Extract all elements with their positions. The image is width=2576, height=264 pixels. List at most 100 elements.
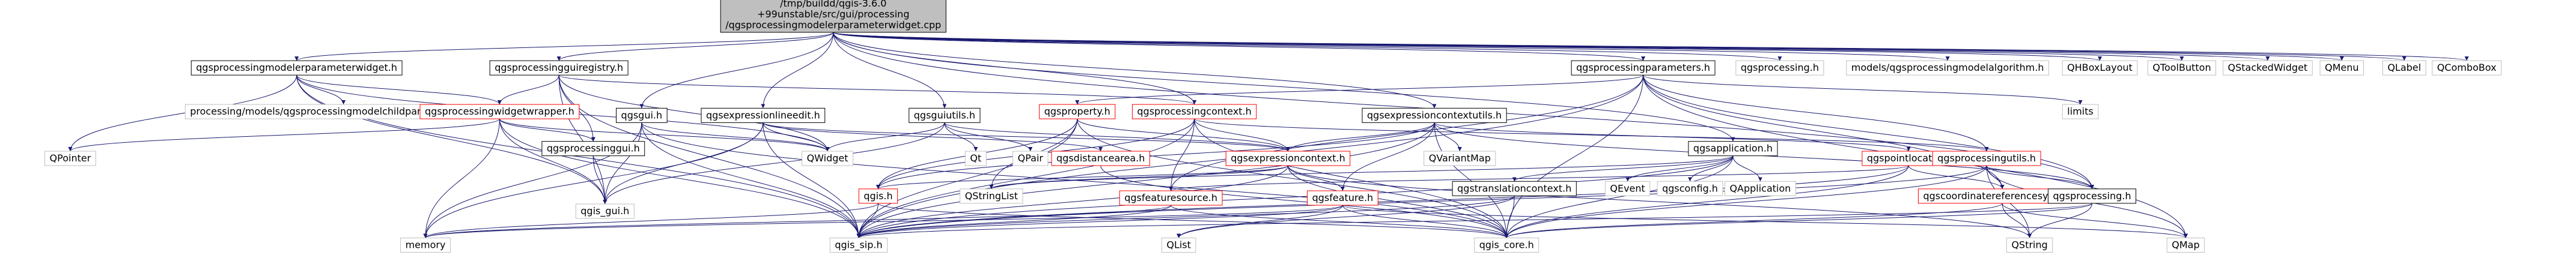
edge-crs-to-qgis_core	[1504, 203, 2003, 238]
node-qgis[interactable]: qgis.h	[858, 188, 898, 204]
edge-pointlocator-to-crs	[1908, 165, 2005, 190]
edge-widgetwrapper-to-qpointer	[68, 118, 500, 152]
edge-exprcontextutils-to-feature	[1340, 122, 1435, 191]
edge-translationctx-to-qgis_core	[1504, 196, 1515, 238]
node-featuresource[interactable]: qgsfeaturesource.h	[1119, 190, 1223, 206]
node-qmap[interactable]: QMap	[2166, 238, 2205, 253]
node-label: QHBoxLayout	[2067, 62, 2133, 73]
node-qmenu[interactable]: QMenu	[2319, 60, 2364, 76]
node-box	[400, 238, 451, 253]
node-box	[2048, 188, 2137, 204]
node-box	[1474, 238, 1539, 253]
edge-proccontext-to-exprcontext	[1194, 118, 1290, 152]
edge-exprcontext-to-qstringlist	[989, 165, 1288, 190]
node-qgsconfig[interactable]: qgsconfig.h	[1657, 181, 1723, 196]
edge-distancearea-to-qgis_core	[1100, 165, 1509, 238]
node-memory[interactable]: memory	[400, 238, 451, 253]
node-crs[interactable]: qgscoordinatereferencesystem.h	[1917, 188, 2087, 204]
node-qstacked[interactable]: QStackedWidget	[2223, 60, 2313, 76]
edge-qgsprocessing_low-to-qstring	[2027, 203, 2093, 238]
node-qstring[interactable]: QString	[2006, 238, 2053, 253]
edge-root-to-procparams	[833, 32, 1645, 61]
node-exprlineedit[interactable]: qgsexpressionlineedit.h	[701, 107, 826, 123]
node-qgsprocessing_top[interactable]: qgsprocessing.h	[1735, 60, 1824, 76]
node-qlist[interactable]: QList	[1161, 238, 1196, 253]
edge-proccontext-to-featuresource	[1169, 119, 1195, 191]
node-label: QComboBox	[2437, 62, 2497, 73]
node-box	[2147, 60, 2217, 76]
edge-procutils-to-qgsprocessing_low	[1986, 165, 2094, 190]
node-exprcontext[interactable]: qgsexpressioncontext.h	[1225, 151, 1351, 166]
node-label: qgsprocessinggui.h	[547, 143, 640, 154]
edge-exprcontextutils-to-qgis_sip	[856, 122, 1435, 238]
node-label: qgis_core.h	[1479, 239, 1534, 251]
node-box	[190, 60, 403, 76]
node-qgis_sip[interactable]: qgis_sip.h	[829, 238, 888, 253]
node-qwidget[interactable]: QWidget	[802, 151, 854, 166]
node-guiutils[interactable]: qgsguiutils.h	[909, 107, 981, 123]
node-qgis_core[interactable]: qgis_core.h	[1474, 238, 1539, 253]
node-box	[44, 151, 96, 166]
node-limits[interactable]: limits	[2062, 104, 2099, 119]
edge-exprcontext-to-feature	[1288, 165, 1345, 191]
node-label: qgstranslationcontext.h	[1457, 182, 1571, 194]
node-translationctx[interactable]: qgstranslationcontext.h	[1452, 181, 1577, 196]
node-root[interactable]: /tmp/buildd/qgis-3.6.0+99unstable/src/gu…	[720, 0, 946, 33]
node-qgsapp[interactable]: qgsapplication.h	[1688, 141, 1778, 157]
node-procgui[interactable]: qgsprocessinggui.h	[541, 141, 645, 157]
node-qgis_gui[interactable]: qgis_gui.h	[575, 203, 635, 219]
node-box	[1688, 141, 1778, 157]
node-label: qgsexpressioncontext.h	[1231, 152, 1345, 164]
edge-qgsgui-to-qgis_sip	[641, 122, 861, 238]
node-label: qgsprocessingguiregistry.h	[495, 62, 623, 73]
edge-widgetwrapper-to-qgis_sip	[499, 119, 861, 238]
node-box	[1362, 107, 1507, 123]
node-modelalg[interactable]: models/qgsprocessingmodelalgorithm.h	[1846, 60, 2050, 76]
node-widgetwrapper[interactable]: qgsprocessingwidgetwrapper.h	[419, 104, 580, 119]
node-qevent[interactable]: QEvent	[1604, 181, 1651, 196]
node-qcombo[interactable]: QComboBox	[2432, 60, 2502, 76]
edge-qgsprocessing_low-to-qgis_sip	[857, 203, 2093, 238]
node-distancearea[interactable]: qgsdistancearea.h	[1051, 151, 1150, 166]
node-feature[interactable]: qgsfeature.h	[1307, 190, 1378, 206]
node-label: QEvent	[1610, 182, 1645, 194]
edge-guiutils-to-qpair	[944, 122, 1033, 152]
edge-procparams-to-qgis_core	[1504, 75, 1644, 238]
node-qlabel[interactable]: QLabel	[2382, 60, 2426, 76]
node-procparams[interactable]: qgsprocessingparameters.h	[1571, 60, 1716, 76]
edge-root-to-qcombo	[833, 32, 2468, 61]
edge-root-to-proccontext	[833, 32, 1197, 105]
node-box	[419, 104, 580, 119]
edge-root-to-exprlineedit	[761, 32, 834, 109]
node-proccontext[interactable]: qgsprocessingcontext.h	[1131, 104, 1257, 119]
node-qgsprocessing_low[interactable]: qgsprocessing.h	[2048, 188, 2137, 204]
node-qhbox[interactable]: QHBoxLayout	[2062, 60, 2138, 76]
node-exprcontextutils[interactable]: qgsexpressioncontextutils.h	[1362, 107, 1507, 123]
node-qtoolbtn[interactable]: QToolButton	[2147, 60, 2217, 76]
node-label: +99unstable/src/gui/processing	[757, 8, 909, 20]
node-qapplication[interactable]: QApplication	[1724, 181, 1796, 196]
edge-exprcontext-to-qstring	[1288, 165, 2032, 238]
node-modelerparamwidget[interactable]: qgsprocessingmodelerparameterwidget.h	[190, 60, 403, 76]
edge-exprcontext-to-qgis	[876, 165, 1288, 190]
node-label: QPointer	[50, 152, 91, 164]
edge-exprlineedit-to-memory	[423, 122, 764, 238]
node-procutils[interactable]: qgsprocessingutils.h	[1932, 151, 2041, 166]
node-box	[489, 60, 629, 76]
node-guiregistry[interactable]: qgsprocessingguiregistry.h	[489, 60, 629, 76]
node-box	[1724, 181, 1796, 196]
node-qt[interactable]: Qt	[964, 151, 987, 166]
node-qpair[interactable]: QPair	[1012, 151, 1049, 166]
edge-qgsapp-to-qstringlist	[989, 155, 1734, 190]
node-qvariantmap[interactable]: QVariantMap	[1423, 151, 1496, 166]
node-box	[2006, 238, 2053, 253]
edge-procparams-to-qgsprocessing_low	[1643, 75, 2095, 189]
node-qstringlist[interactable]: QStringList	[960, 188, 1023, 204]
edge-root-to-modelerparamwidget	[294, 32, 834, 61]
node-qgsproperty[interactable]: qgsproperty.h	[1039, 104, 1116, 119]
node-qgsgui[interactable]: qgsgui.h	[616, 107, 668, 123]
node-label: qgis_gui.h	[580, 205, 629, 217]
edge-guiutils-to-exprcontext	[944, 122, 1290, 152]
node-qpointer[interactable]: QPointer	[44, 151, 96, 166]
